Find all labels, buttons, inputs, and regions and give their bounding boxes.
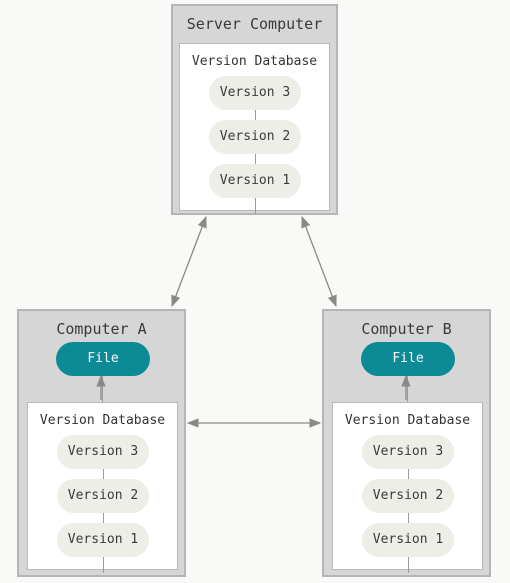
computer-a-title: Computer A: [56, 320, 147, 338]
computer-b: Computer B File Version Database Version…: [322, 309, 491, 577]
computer-a-file-link: [102, 375, 103, 402]
server-computer-title: Server Computer: [186, 15, 323, 33]
server-version-1: Version 1: [209, 164, 301, 198]
computer-a-version-link: [103, 461, 104, 573]
computer-a-file: File: [56, 342, 150, 376]
computer-a-version-database: Version Database Version 3 Version 2 Ver…: [27, 402, 178, 573]
computer-b-title: Computer B: [361, 320, 452, 338]
computer-b-file-link: [407, 375, 408, 402]
computer-a-version-2: Version 2: [57, 479, 149, 513]
server-computer: Server Computer Version Database Version…: [171, 4, 338, 215]
server-version-link: [255, 108, 256, 214]
computer-b-version-link: [408, 461, 409, 573]
server-version-2: Version 2: [209, 120, 301, 154]
server-version-3: Version 3: [209, 76, 301, 110]
computer-b-db-title: Version Database: [344, 413, 471, 428]
computer-b-version-2: Version 2: [362, 479, 454, 513]
computer-b-version-3: Version 3: [362, 435, 454, 469]
server-version-database: Version Database Version 3 Version 2 Ver…: [179, 43, 330, 214]
computer-a-version-1: Version 1: [57, 523, 149, 557]
arrow-server-computer-b: [301, 215, 337, 308]
computer-a-version-3: Version 3: [57, 435, 149, 469]
arrow-server-computer-a: [171, 215, 207, 308]
computer-b-version-database: Version Database Version 3 Version 2 Ver…: [332, 402, 483, 573]
computer-b-version-1: Version 1: [362, 523, 454, 557]
computer-a: Computer A File Version Database Version…: [17, 309, 186, 577]
computer-a-db-title: Version Database: [39, 413, 166, 428]
server-db-title: Version Database: [191, 54, 318, 69]
computer-b-file: File: [361, 342, 455, 376]
